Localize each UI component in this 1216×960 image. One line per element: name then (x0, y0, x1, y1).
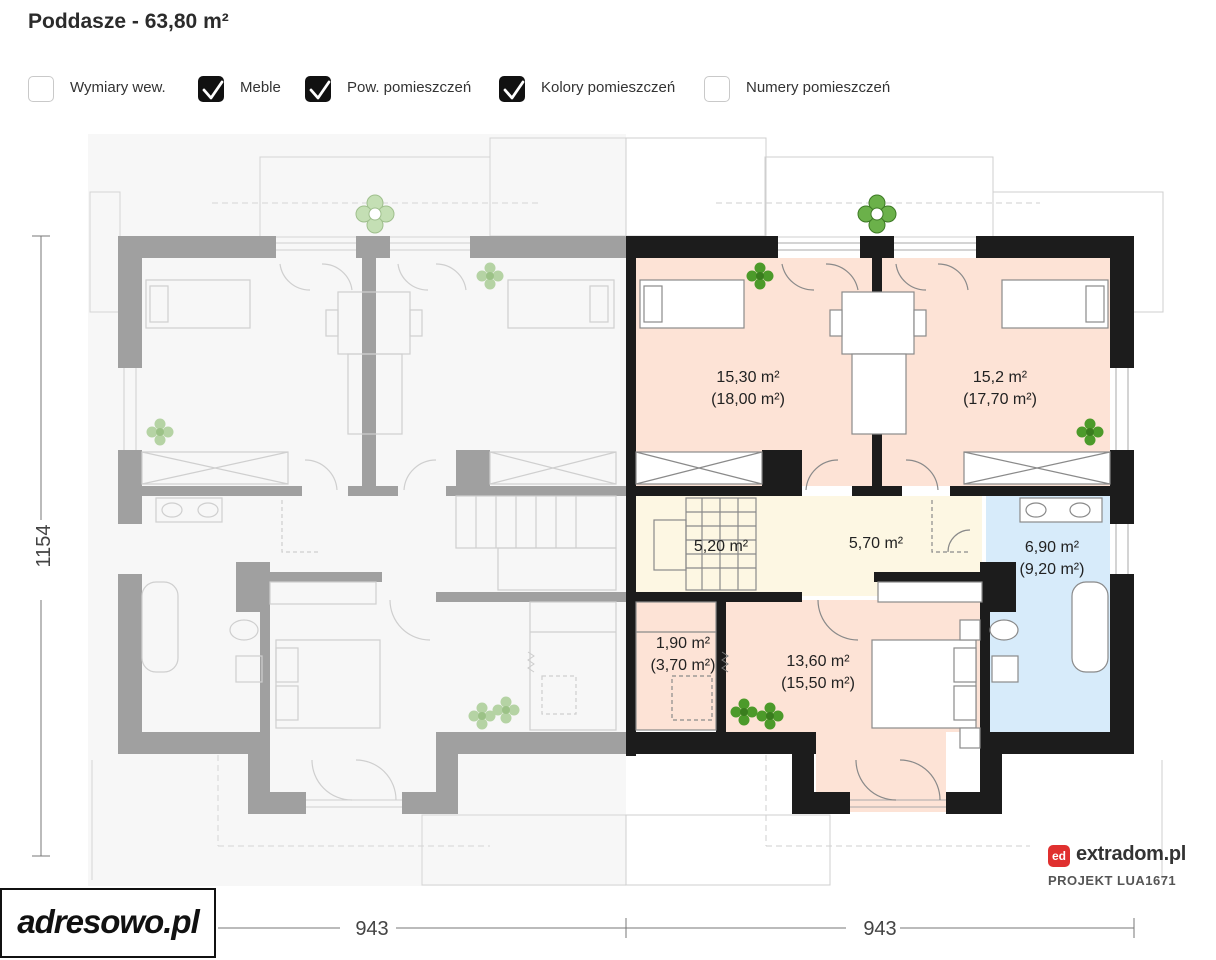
room-area-total-bedroom-2: (17,70 m²) (963, 391, 1037, 408)
walls (626, 236, 1134, 814)
page-title: Poddasze - 63,80 m² (28, 10, 229, 33)
room-area-bathroom: 6,90 m² (1025, 539, 1080, 556)
checkmarks (202, 80, 525, 100)
checkbox-icon[interactable] (704, 76, 730, 102)
toggle-label: Pow. pomieszczeń (347, 79, 472, 96)
check-icon (503, 80, 525, 100)
checkbox-icon[interactable] (28, 76, 54, 102)
room-area-bedroom-3: 13,60 m² (786, 653, 850, 670)
room-area-total-bathroom: (9,20 m²) (1020, 561, 1085, 578)
dimension-width-left: 943 (355, 918, 388, 940)
potted-plant-icon (857, 194, 897, 234)
inactive-unit (88, 134, 627, 886)
check-icon (309, 80, 331, 100)
dimension-width-right: 943 (863, 918, 896, 940)
check-icon (202, 80, 224, 100)
room-fill-wardrobe (636, 600, 724, 730)
active-unit: 15,30 m² (18,00 m²) 15,2 m² (17,70 m²) 5… (527, 137, 1164, 886)
doors (781, 263, 971, 801)
project-code: PROJEKT LUA1671 (1048, 873, 1177, 888)
room-area-bedroom-1: 15,30 m² (716, 369, 780, 386)
toggle-label: Kolory pomieszczeń (541, 79, 676, 96)
room-area-bedroom-2: 15,2 m² (973, 369, 1028, 386)
room-labels: 15,30 m² (18,00 m²) 15,2 m² (17,70 m²) 5… (651, 369, 1085, 692)
extradom-logo-icon: ed (1048, 845, 1070, 867)
room-area-total-wardrobe: (3,70 m²) (651, 657, 716, 674)
room-area-total-bedroom-3: (15,50 m²) (781, 675, 855, 692)
toggle-label: Wymiary wew. (70, 79, 166, 96)
stairs (653, 497, 757, 591)
toggle-label: Numery pomieszczeń (746, 79, 891, 96)
furniture (635, 279, 1111, 749)
brand-logo: ed extradom.pl PROJEKT LUA1671 (1048, 843, 1208, 893)
toggle-label: Meble (240, 79, 281, 96)
room-area-hall: 5,70 m² (849, 535, 904, 552)
dimension-lines (32, 235, 1135, 938)
dimension-height: 1154 (33, 524, 55, 567)
watermark-logo: adresowo.pl (0, 888, 216, 958)
room-area-stairs: 5,20 m² (694, 538, 749, 555)
room-area-total-bedroom-1: (18,00 m²) (711, 391, 785, 408)
room-area-wardrobe: 1,90 m² (656, 635, 711, 652)
brand-name: extradom.pl (1076, 843, 1187, 865)
